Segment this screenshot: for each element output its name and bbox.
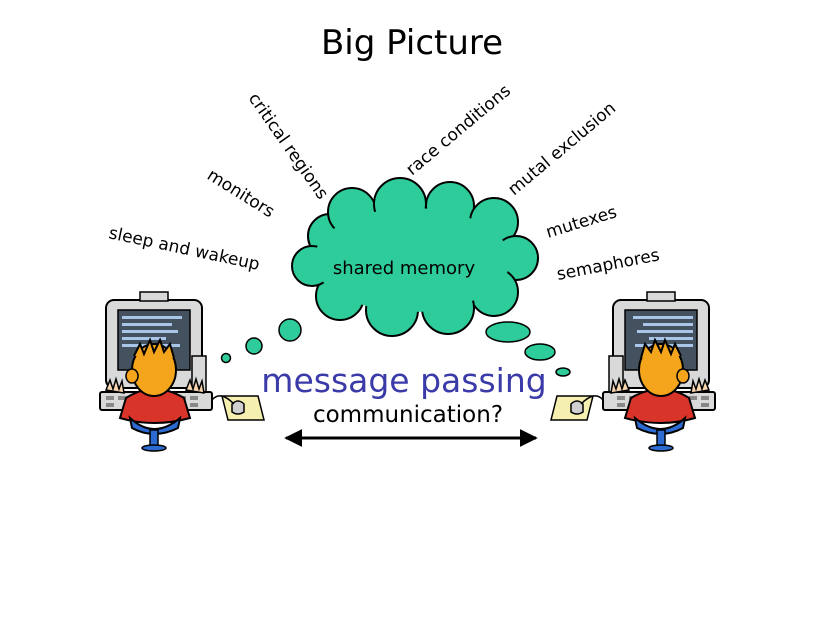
concept-semaphores: semaphores [555, 245, 661, 285]
concept-mutal-exclusion: mutal exclusion [504, 98, 620, 200]
concept-monitors: monitors [203, 165, 278, 222]
message-passing-label: message passing [261, 361, 546, 400]
left-user-icon [99, 291, 265, 452]
concept-mutexes: mutexes [544, 202, 620, 243]
thought-bubbles-right [485, 321, 571, 377]
thought-bubbles-left [220, 318, 302, 364]
right-user-icon [550, 291, 716, 452]
concept-race-conditions: race conditions [402, 81, 515, 180]
concept-critical-regions: critical regions [244, 89, 332, 203]
shared-memory-cloud: shared memory [291, 177, 539, 337]
page-title: Big Picture [321, 23, 503, 63]
communication-label: communication? [313, 402, 503, 428]
cloud-label: shared memory [333, 258, 476, 279]
concept-sleep-and-wakeup: sleep and wakeup [107, 223, 261, 275]
